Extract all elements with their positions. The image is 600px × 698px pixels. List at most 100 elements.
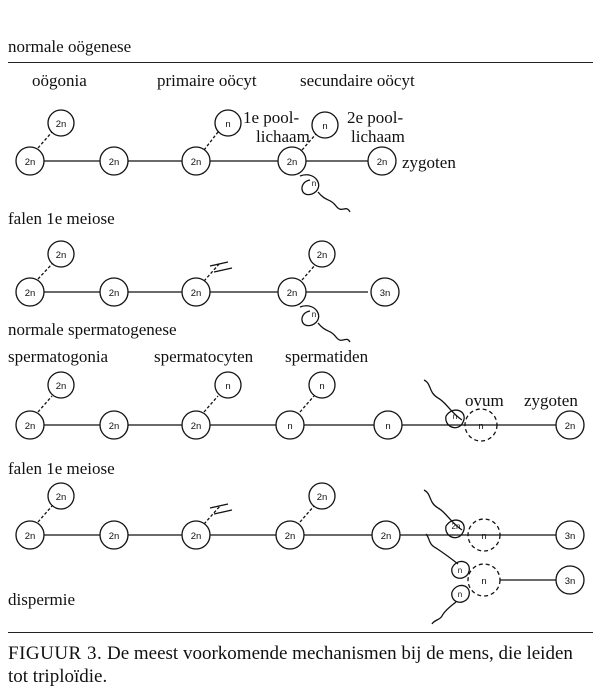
row3-spermatocyte xyxy=(181,410,211,440)
row1-cell-2 xyxy=(99,146,129,176)
row4-branch-3 xyxy=(299,505,315,523)
row1-cell-1 xyxy=(15,146,45,176)
row4-cell-5-ploidy: 2n xyxy=(381,531,392,542)
row2-cell-2 xyxy=(99,277,129,307)
row1-branch-3 xyxy=(301,133,317,151)
section-dispermy: dispermie xyxy=(8,590,76,609)
row3-polar-cell-ploidy: 2n xyxy=(56,381,67,392)
top-divider xyxy=(8,62,593,63)
row1-zygote xyxy=(367,146,397,176)
row4-cell-3-ploidy: 2n xyxy=(191,531,202,542)
row3-spermatid xyxy=(275,410,305,440)
row1-oogonium-polar-ploidy: 2n xyxy=(56,119,67,130)
row5-sperm-1-tail xyxy=(425,533,459,565)
row3-sperm-ploidy: n xyxy=(453,412,457,421)
row3-cell-1-ploidy: 2n xyxy=(25,421,36,432)
row5-ovum-dashed xyxy=(467,563,501,597)
row4-cell-1 xyxy=(15,520,45,550)
row3-ovum-dashed xyxy=(464,408,498,442)
row2-zygote xyxy=(370,277,400,307)
row1-branch-2 xyxy=(203,131,219,151)
label-primary-oocyte: primaire oöcyt xyxy=(157,71,257,90)
row1-polar-body-2-ploidy: n xyxy=(322,121,327,132)
row1-polar-body-1-ploidy: n xyxy=(225,119,230,130)
row1-sperm xyxy=(299,174,351,213)
figure-caption: FIGUUR 3. De meest voorkomende mechanism… xyxy=(8,642,593,688)
section-normal-oogenesis: normale oögenese xyxy=(8,37,132,56)
row4-ovum-ploidy: n xyxy=(481,531,486,542)
row2-cell-4 xyxy=(277,277,307,307)
row3-branch-3 xyxy=(299,395,315,413)
row4-polar-cell xyxy=(47,482,75,510)
row2-polar-body-ploidy: 2n xyxy=(317,250,328,261)
row3-spermatid-polar xyxy=(308,371,336,399)
row3-sperm-tail xyxy=(423,379,463,421)
label-spermatocytes: spermatocyten xyxy=(154,347,254,366)
row4-block-mark-1 xyxy=(209,503,229,509)
row1-polar-body-1 xyxy=(214,109,242,137)
row2-branch-1 xyxy=(37,263,53,280)
row1-sperm-ploidy: n xyxy=(312,179,316,188)
row4-block-mark-stem xyxy=(203,505,221,525)
row1-oogonium-polar-cell xyxy=(47,109,75,137)
row5-zygote xyxy=(555,565,585,595)
row2-cell-4-ploidy: 2n xyxy=(287,288,298,299)
row4-cell-5 xyxy=(371,520,401,550)
row3-cell-1 xyxy=(15,410,45,440)
row4-block-mark-2 xyxy=(213,509,233,515)
row4-ovum-dashed xyxy=(467,518,501,552)
row4-polar-body-ploidy: 2n xyxy=(317,492,328,503)
row3-cell-2-ploidy: 2n xyxy=(109,421,120,432)
row2-sperm-ploidy: n xyxy=(312,310,316,319)
label-oogonia: oögonia xyxy=(32,71,87,90)
row2-polar-body xyxy=(308,240,336,268)
row4-cell-1-ploidy: 2n xyxy=(25,531,36,542)
row3-cell-2 xyxy=(99,410,129,440)
row2-cell-2-ploidy: 2n xyxy=(109,288,120,299)
row4-branch-1 xyxy=(37,505,53,523)
row3-branch-1 xyxy=(37,395,53,413)
row4-cell-4 xyxy=(275,520,305,550)
label-zygote-a: zygoten xyxy=(402,153,456,172)
row5-sperm-2-ploidy: n xyxy=(458,590,462,599)
row4-sperm-ploidy: 2n xyxy=(452,522,461,531)
row1-polar-body-2 xyxy=(311,111,339,139)
label-polar-body-1-line1: 1e pool- xyxy=(243,108,300,127)
row4-polar-cell-ploidy: 2n xyxy=(56,492,67,503)
label-ovum: ovum xyxy=(465,391,504,410)
row1-cell-1-ploidy: 2n xyxy=(25,157,36,168)
row1-cell-2-ploidy: 2n xyxy=(109,157,120,168)
section-normal-spermatogenesis: normale spermatogenese xyxy=(8,320,177,339)
row5-ovum-ploidy: n xyxy=(481,576,486,587)
row4-cell-2-ploidy: 2n xyxy=(109,531,120,542)
label-polar-body-1-line2: lichaam xyxy=(256,127,310,146)
row1-branch-1 xyxy=(37,131,53,149)
row3-zygote xyxy=(555,410,585,440)
row2-branch-3 xyxy=(301,263,317,281)
row3-cell-5-ploidy: n xyxy=(385,421,390,432)
row3-branch-2 xyxy=(203,395,219,413)
row3-spermatid-polar-ploidy: n xyxy=(319,381,324,392)
row5-zygote-ploidy: 3n xyxy=(565,576,576,587)
row3-sperm-head xyxy=(445,409,465,429)
row2-polar-cell xyxy=(47,240,75,268)
row3-polar-cell xyxy=(47,371,75,399)
row4-zygote xyxy=(555,520,585,550)
row5-sperm-1-ploidy: n xyxy=(458,566,462,575)
row1-zygote-ploidy: 2n xyxy=(377,157,388,168)
row2-sperm xyxy=(299,305,351,343)
row4-polar-body xyxy=(308,482,336,510)
row2-polar-cell-ploidy: 2n xyxy=(56,250,67,261)
row2-block-mark-1 xyxy=(209,261,229,267)
row4-cell-2 xyxy=(99,520,129,550)
row2-zygote-ploidy: 3n xyxy=(380,288,391,299)
row3-spermatid-ploidy: n xyxy=(287,421,292,432)
row1-primary-oocyte xyxy=(181,146,211,176)
section-failed-first-meiosis-b: falen 1e meiose xyxy=(8,459,115,478)
label-secondary-oocyte: secundaire oöcyt xyxy=(300,71,415,90)
row5-sperm-1-head xyxy=(451,560,470,579)
row3-cell-5 xyxy=(373,410,403,440)
caption-text: De meest voorkomende mechanismen bij de … xyxy=(8,643,573,687)
figure-label: FIGUUR 3. xyxy=(8,643,103,664)
row2-cell-1 xyxy=(15,277,45,307)
